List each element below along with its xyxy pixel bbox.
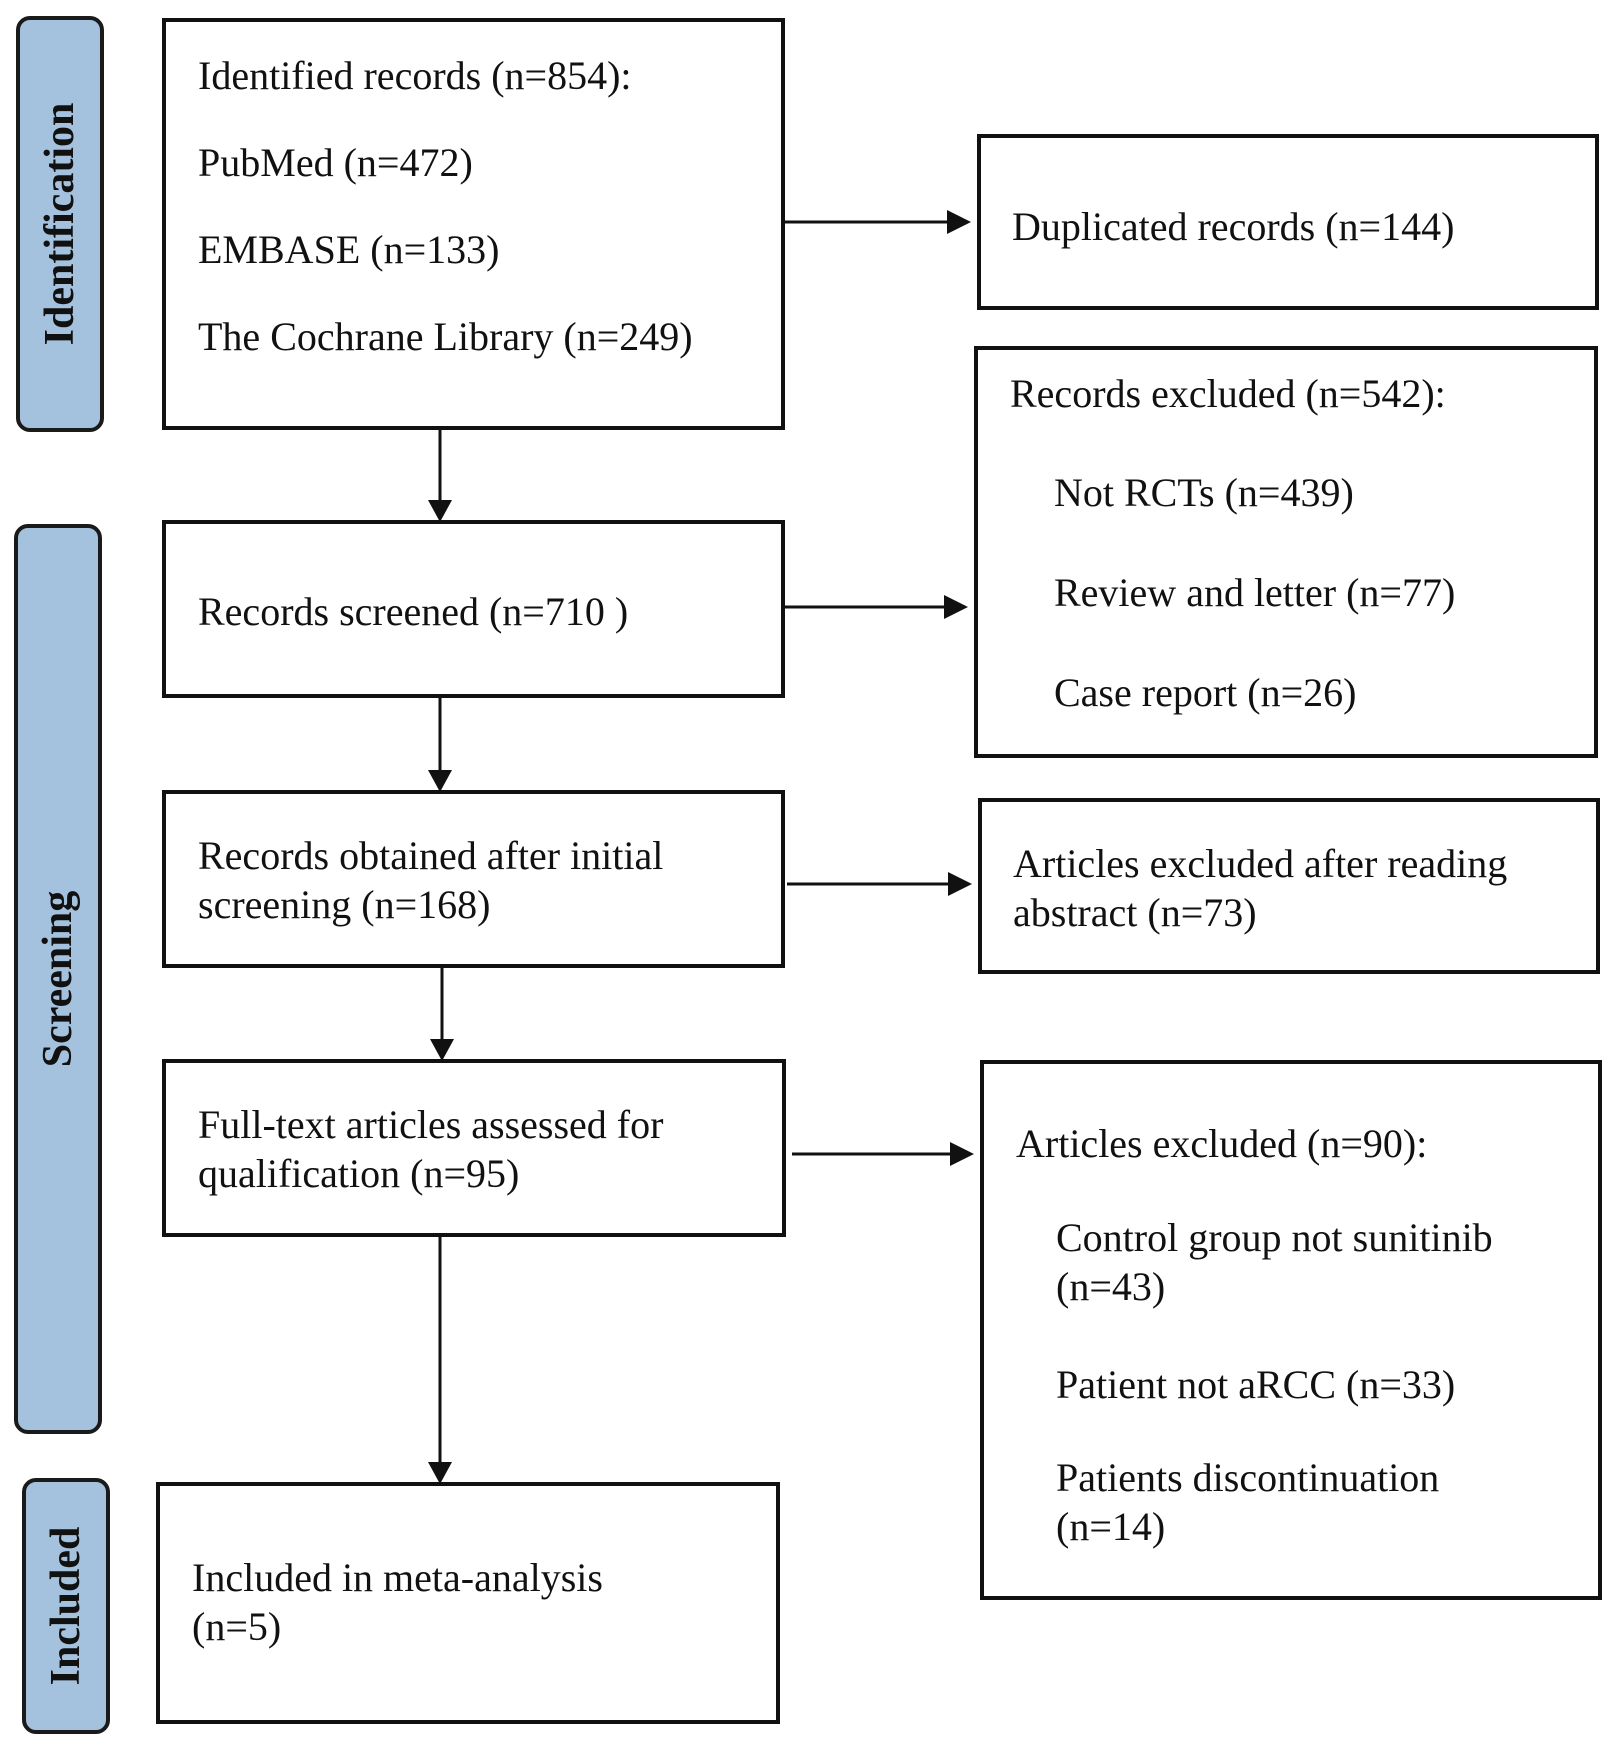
records-excluded-box: Records excluded (n=542): Not RCTs (n=43… (974, 346, 1598, 758)
stage-identification: Identification (16, 16, 104, 432)
stage-screening-label: Screening (35, 890, 81, 1068)
excluded1-title: Records excluded (n=542): (1010, 371, 1446, 416)
records-screened-box: Records screened (n=710 ) (162, 520, 785, 698)
excluded2-patient: Patient not aRCC (n=33) (1056, 1362, 1456, 1407)
duplicated-records-box: Duplicated records (n=144) (977, 134, 1599, 310)
duplicated-text: Duplicated records (n=144) (1012, 204, 1455, 249)
excluded1-review: Review and letter (n=77) (1054, 570, 1456, 615)
articles-excluded-box: Articles excluded (n=90): Control group … (980, 1060, 1602, 1600)
excluded-abstract-text: Articles excluded after reading abstract… (1013, 841, 1508, 935)
excluded1-not-rcts: Not RCTs (n=439) (1054, 470, 1354, 515)
screened-text: Records screened (n=710 ) (198, 589, 629, 634)
identified-cochrane: The Cochrane Library (n=249) (198, 314, 693, 359)
identified-embase: EMBASE (n=133) (198, 227, 500, 272)
excluded2-discont: Patients discontinuation (n=14) (1056, 1455, 1440, 1549)
identified-pubmed: PubMed (n=472) (198, 140, 473, 185)
identified-title: Identified records (n=854): (198, 53, 632, 98)
stage-screening: Screening (14, 524, 102, 1434)
identified-records-box: Identified records (n=854): PubMed (n=47… (162, 18, 785, 430)
excluded2-title: Articles excluded (n=90): (1016, 1121, 1428, 1166)
records-obtained-box: Records obtained after initial screening… (162, 790, 785, 968)
excluded1-case: Case report (n=26) (1054, 670, 1357, 715)
stage-included: Included (22, 1478, 110, 1734)
excluded2-control: Control group not sunitinib (n=43) (1056, 1215, 1493, 1309)
included-text: Included in meta-analysis (n=5) (192, 1555, 603, 1649)
stage-identification-label: Identification (37, 102, 83, 346)
obtained-text: Records obtained after initial screening… (198, 833, 664, 927)
excluded-abstract-box: Articles excluded after reading abstract… (978, 798, 1600, 974)
fulltext-text: Full-text articles assessed for qualific… (198, 1102, 664, 1196)
fulltext-box: Full-text articles assessed for qualific… (162, 1059, 786, 1237)
included-box: Included in meta-analysis (n=5) (156, 1482, 780, 1724)
stage-included-label: Included (43, 1526, 89, 1686)
